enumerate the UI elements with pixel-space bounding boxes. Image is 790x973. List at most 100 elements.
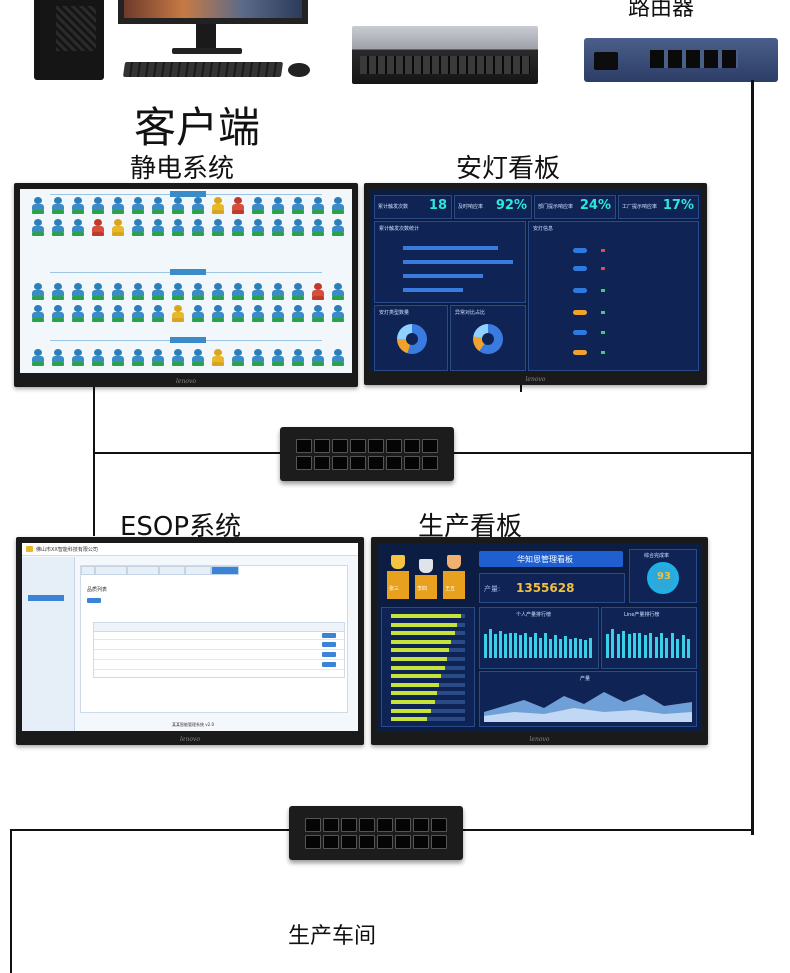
worker-icon bbox=[272, 349, 284, 367]
worker-icon bbox=[292, 305, 304, 323]
panel-title: 个人产量排行榜 bbox=[516, 612, 552, 618]
tab[interactable] bbox=[127, 566, 159, 575]
podium-name: 王五 bbox=[445, 586, 456, 592]
worker-icon bbox=[212, 305, 224, 323]
row-action-button[interactable] bbox=[322, 662, 336, 667]
add-button[interactable] bbox=[87, 598, 101, 603]
kpi-card: 及时响应率 92% bbox=[454, 195, 532, 219]
worker-icon bbox=[152, 219, 164, 237]
bar-track bbox=[391, 717, 465, 722]
monitor-brand: lenovo bbox=[529, 736, 550, 743]
ethernet-port bbox=[386, 439, 402, 453]
tab[interactable] bbox=[159, 566, 185, 575]
kpi-label: 部门提示响应率 bbox=[538, 204, 574, 210]
worker-icon bbox=[272, 305, 284, 323]
rank-bar bbox=[564, 636, 567, 658]
personal-rank-panel: 个人产量排行榜 bbox=[479, 607, 599, 669]
ethernet-port bbox=[305, 818, 321, 832]
donut-chart bbox=[473, 324, 503, 354]
row-action-button[interactable] bbox=[322, 633, 336, 638]
kpi-value: 17% bbox=[662, 198, 694, 213]
esop-monitor: 佛山市XX智能科技有限公司 品质列表 bbox=[16, 537, 364, 745]
rank-bar bbox=[484, 634, 487, 658]
board-title: 华知恩管理看板 bbox=[517, 555, 573, 564]
kpi-label: 及时响应率 bbox=[458, 204, 484, 210]
tab[interactable] bbox=[95, 566, 127, 575]
ethernet-port bbox=[404, 456, 420, 470]
worker-icon bbox=[72, 219, 84, 237]
worker-icon bbox=[32, 283, 44, 301]
worker-icon bbox=[152, 197, 164, 215]
tab[interactable] bbox=[81, 566, 95, 575]
keyboard bbox=[122, 62, 284, 77]
worker-icon bbox=[312, 349, 324, 367]
bar-fill bbox=[391, 708, 431, 713]
worker-icon bbox=[72, 349, 84, 367]
tab[interactable] bbox=[185, 566, 211, 575]
kpi-value: 92% bbox=[495, 198, 527, 213]
ethernet-port bbox=[323, 818, 339, 832]
panel-title: 产量 bbox=[580, 676, 591, 682]
worker-icon bbox=[132, 305, 144, 323]
ethernet-port bbox=[395, 835, 411, 849]
panel-title: 安灯信息 bbox=[533, 226, 554, 232]
rank-bar bbox=[616, 633, 620, 658]
type-count-panel: 安灯类型数量 bbox=[374, 305, 448, 371]
monitor-brand: lenovo bbox=[525, 376, 546, 383]
andon-list-panel: 安灯信息 bbox=[528, 221, 699, 371]
rank-bar bbox=[665, 638, 669, 658]
status-dot bbox=[601, 267, 605, 270]
worker-icon bbox=[272, 219, 284, 237]
tab-active[interactable] bbox=[211, 566, 239, 575]
pc-monitor bbox=[118, 0, 308, 24]
kpi-label: 累计触发次数 bbox=[378, 204, 409, 210]
rank-bar bbox=[494, 633, 497, 658]
worker-icon bbox=[212, 197, 224, 215]
worker-icon bbox=[312, 219, 324, 237]
worker-icon bbox=[92, 305, 104, 323]
rank-bar bbox=[627, 633, 631, 658]
ethernet-port bbox=[350, 439, 366, 453]
kpi-card: 工厂提示响应率 17% bbox=[618, 195, 699, 219]
ethernet-port bbox=[431, 835, 447, 849]
rank-bar bbox=[504, 633, 507, 658]
bar-fill bbox=[391, 648, 449, 653]
output-label: 产量: bbox=[484, 585, 501, 593]
ethernet-port bbox=[413, 835, 429, 849]
server-bays bbox=[360, 56, 530, 74]
sidebar-active-item[interactable] bbox=[28, 595, 64, 601]
production-screen: 张三 李四 王五 华知恩管理看板 产量: 1355628 综合完成率 93 bbox=[377, 543, 702, 731]
wire-workshop bbox=[10, 829, 12, 973]
worker-icon bbox=[72, 305, 84, 323]
rank-bar bbox=[529, 636, 532, 658]
worker-icon bbox=[72, 197, 84, 215]
production-monitor: 张三 李四 王五 华知恩管理看板 产量: 1355628 综合完成率 93 bbox=[371, 537, 708, 745]
panel-title: 异常对比占比 bbox=[455, 310, 486, 316]
router-power-socket bbox=[594, 52, 618, 70]
ethernet-port bbox=[359, 818, 375, 832]
worker-icon bbox=[112, 305, 124, 323]
bar-fill bbox=[391, 631, 455, 636]
row-action-button[interactable] bbox=[322, 642, 336, 647]
company-name: 佛山市XX智能科技有限公司 bbox=[36, 547, 98, 553]
network-switch-2 bbox=[289, 806, 463, 860]
bar-fill bbox=[391, 622, 457, 627]
server bbox=[352, 26, 538, 84]
worker-icon bbox=[212, 349, 224, 367]
ethernet-port bbox=[341, 818, 357, 832]
worker-icon bbox=[312, 197, 324, 215]
ethernet-port bbox=[332, 456, 348, 470]
area-chart-panel: 产量 bbox=[479, 671, 697, 727]
row-action-button[interactable] bbox=[322, 652, 336, 657]
trophy-icon bbox=[391, 555, 405, 569]
output-box: 产量: 1355628 bbox=[479, 573, 625, 603]
andon-screen: 累计触发次数 18 及时响应率 92% 部门提示响应率 24% 工厂提示响应率 … bbox=[370, 189, 701, 371]
worker-icon bbox=[192, 349, 204, 367]
worker-icon bbox=[52, 197, 64, 215]
worker-icon bbox=[92, 197, 104, 215]
section-header bbox=[170, 269, 206, 275]
section-header bbox=[170, 191, 206, 197]
trophy-icon bbox=[419, 559, 433, 573]
ethernet-port bbox=[377, 835, 393, 849]
panel-title: 安灯类型数量 bbox=[379, 310, 410, 316]
